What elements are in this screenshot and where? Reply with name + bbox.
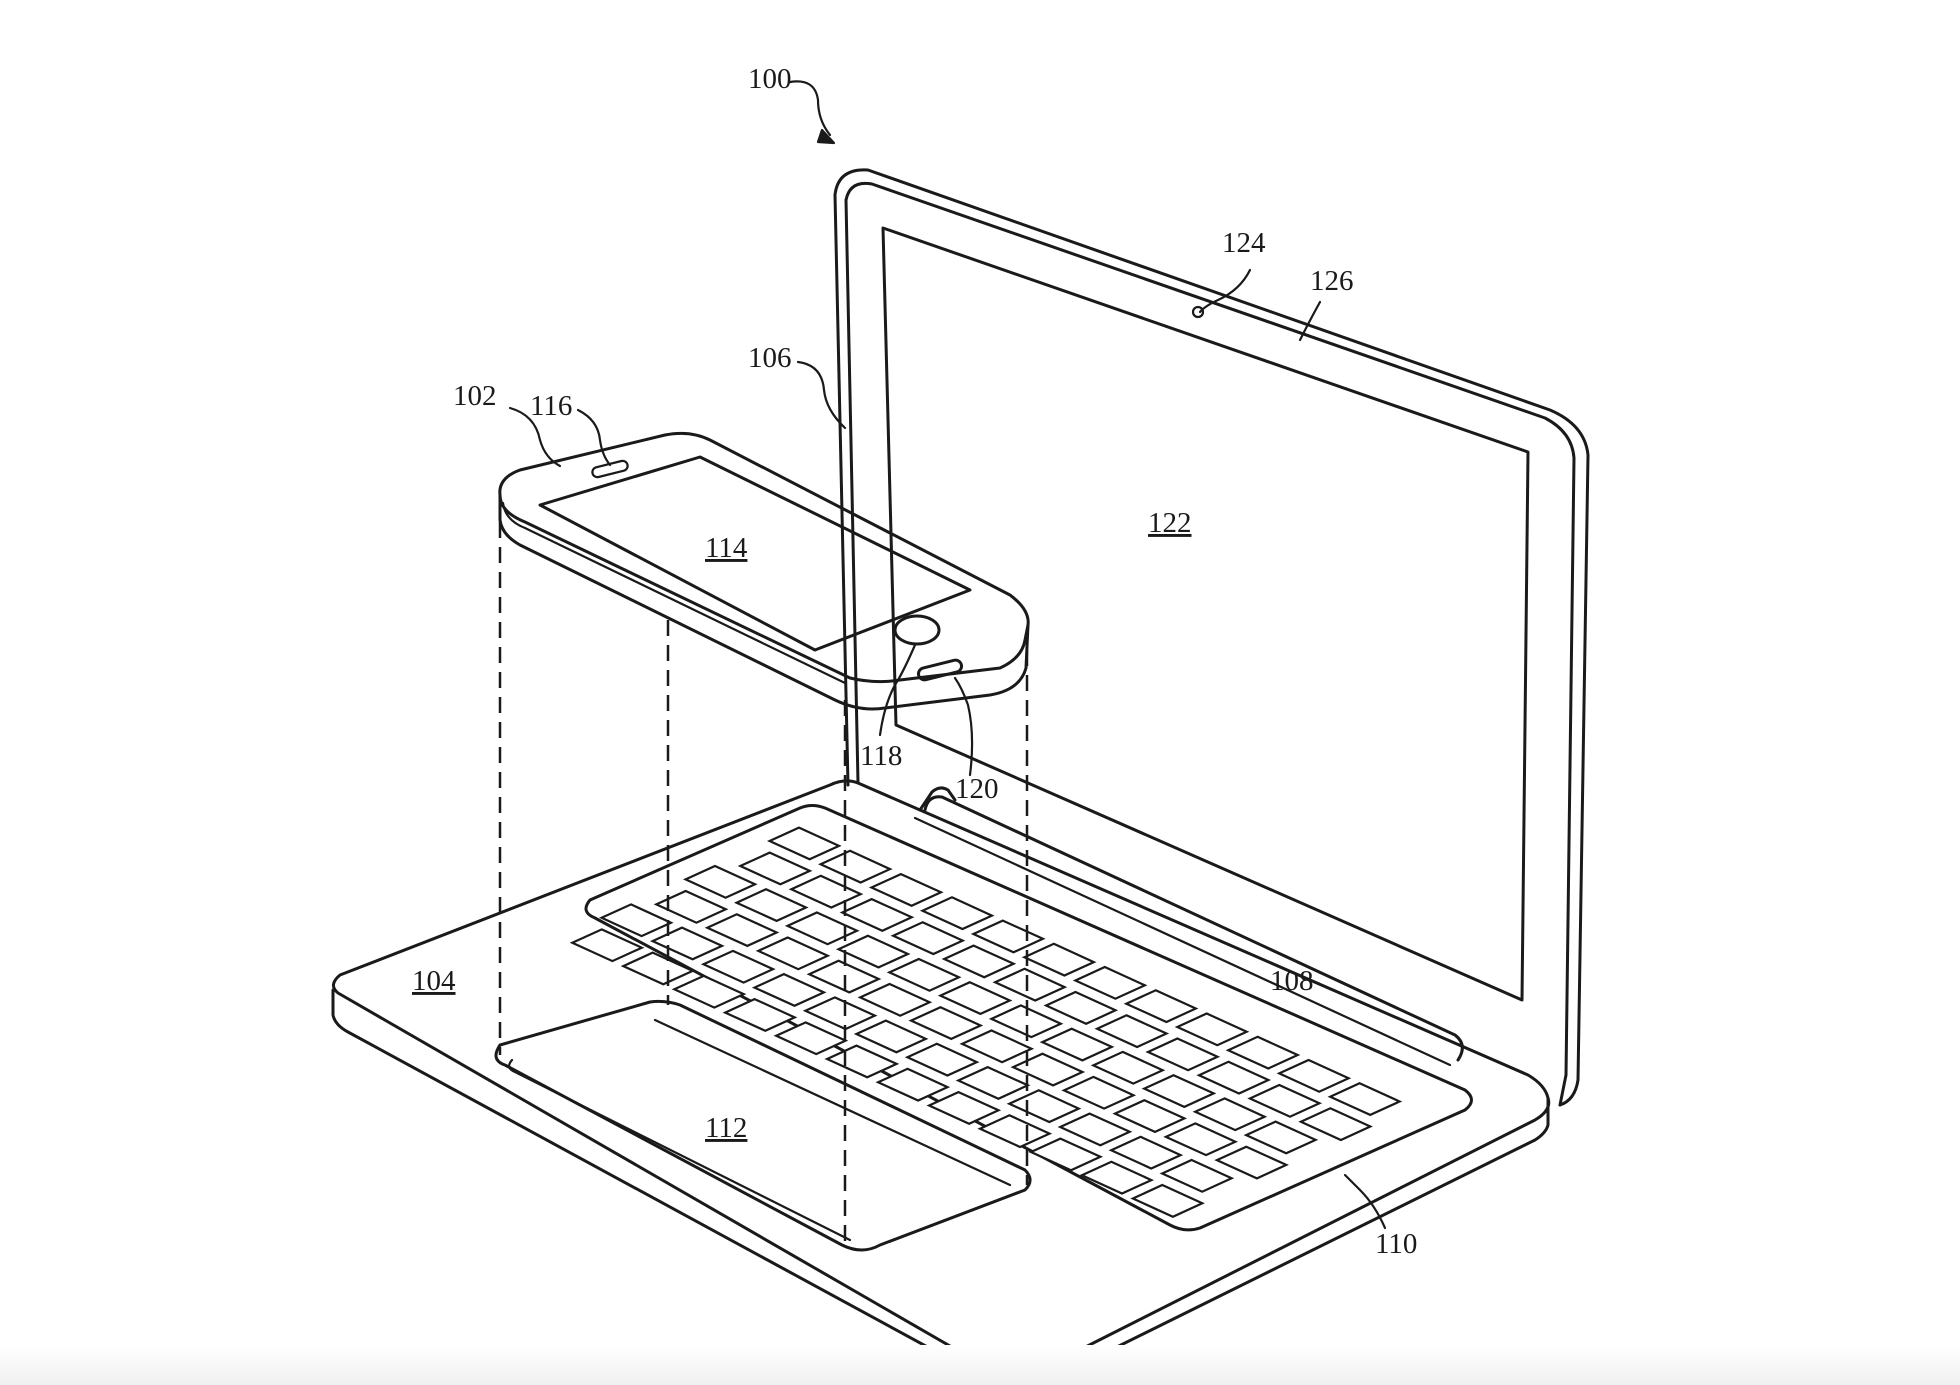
label-108: 108 xyxy=(1270,965,1314,997)
keyboard-key xyxy=(569,928,645,963)
keyboard xyxy=(584,804,1473,1232)
label-126: 126 xyxy=(1310,265,1354,297)
keyboard-key xyxy=(1159,1158,1235,1193)
label-100: 100 xyxy=(748,63,792,95)
keyboard-key xyxy=(1112,1098,1188,1134)
keyboard-key xyxy=(1276,1058,1352,1093)
label-110: 110 xyxy=(1375,1228,1417,1260)
keyboard-key xyxy=(682,864,758,899)
keyboard-key xyxy=(1174,1012,1250,1047)
trackpad-recess xyxy=(494,999,1032,1252)
keyboard-key xyxy=(788,874,864,909)
keyboard-key xyxy=(733,887,809,923)
keyboard-key xyxy=(875,1067,951,1102)
labels: 100 102 116 106 124 126 122 114 118 120 … xyxy=(412,63,1417,1260)
keyboard-key xyxy=(959,1029,1035,1064)
keyboard-key xyxy=(620,951,696,986)
keyboard-key xyxy=(766,826,842,861)
keyboard-key xyxy=(886,957,962,992)
keyboard-key xyxy=(941,944,1017,979)
dock-connector xyxy=(918,786,957,812)
keyboard-key xyxy=(835,934,911,969)
keyboard-key xyxy=(977,1114,1053,1149)
label-114: 114 xyxy=(705,532,748,564)
laptop-lid xyxy=(833,168,1590,1107)
keyboard-key xyxy=(890,921,966,956)
keyboard-key xyxy=(1247,1083,1323,1118)
keyboard-key xyxy=(802,996,878,1031)
keyboard-key xyxy=(1163,1122,1239,1157)
keyboard-key xyxy=(653,889,729,924)
keyboard-keys xyxy=(569,826,1403,1219)
keyboard-key xyxy=(1108,1135,1184,1170)
keyboard-key xyxy=(1057,1112,1133,1147)
keyboard-key xyxy=(1028,1137,1104,1172)
keyboard-key xyxy=(992,967,1068,1002)
leader-lines xyxy=(508,80,1387,1230)
label-122: 122 xyxy=(1148,507,1192,539)
keyboard-key xyxy=(817,849,893,884)
keyboard-key xyxy=(1225,1035,1301,1070)
keyboard-key xyxy=(868,872,944,908)
keyboard-key xyxy=(1214,1145,1289,1180)
keyboard-key xyxy=(1192,1097,1268,1132)
label-120: 120 xyxy=(955,773,999,805)
keyboard-key xyxy=(598,903,674,938)
bottom-edge-band xyxy=(0,1345,1960,1385)
keyboard-key xyxy=(1006,1089,1082,1124)
keyboard-key xyxy=(700,949,776,984)
phone xyxy=(498,431,1030,711)
keyboard-key xyxy=(1061,1075,1137,1110)
keyboard-key xyxy=(1130,1183,1205,1219)
label-118: 118 xyxy=(860,740,902,772)
keyboard-key xyxy=(1243,1120,1319,1155)
keyboard-key xyxy=(1094,1014,1170,1049)
display-screen xyxy=(881,226,1530,1002)
keyboard-key xyxy=(737,851,813,886)
keyboard-key xyxy=(857,982,933,1017)
keyboard-key xyxy=(919,896,995,931)
keyboard-key xyxy=(671,974,747,1009)
keyboard-key xyxy=(1079,1160,1155,1195)
label-106: 106 xyxy=(748,342,792,374)
keyboard-key xyxy=(1141,1073,1217,1109)
keyboard-key xyxy=(1039,1027,1115,1062)
keyboard-key xyxy=(926,1090,1002,1126)
label-104: 104 xyxy=(412,965,456,997)
keyboard-key xyxy=(1043,990,1119,1026)
keyboard-key xyxy=(1327,1081,1403,1117)
keyboard-key xyxy=(649,926,725,961)
keyboard-key xyxy=(751,972,827,1008)
keyboard-key xyxy=(722,997,798,1033)
keyboard-key xyxy=(1010,1052,1086,1087)
keyboard-key xyxy=(908,1005,984,1041)
keyboard-key xyxy=(1196,1060,1272,1095)
keyboard-key xyxy=(1123,989,1199,1024)
label-102: 102 xyxy=(453,380,497,412)
label-116: 116 xyxy=(530,390,572,422)
keyboard-key xyxy=(784,911,860,946)
laptop-base xyxy=(331,779,1551,1385)
keyboard-key xyxy=(1021,942,1097,977)
label-112: 112 xyxy=(705,1112,747,1144)
keyboard-key xyxy=(1072,965,1148,1000)
keyboard-key xyxy=(1145,1037,1221,1072)
keyboard-key xyxy=(970,919,1046,954)
keyboard-key xyxy=(1298,1107,1373,1142)
keyboard-key xyxy=(755,936,831,971)
keyboard-key xyxy=(988,1004,1064,1039)
label-124: 124 xyxy=(1222,227,1266,259)
keyboard-key xyxy=(773,1021,849,1056)
keyboard-key xyxy=(937,980,1013,1016)
keyboard-key xyxy=(839,897,915,933)
keyboard-key xyxy=(853,1019,929,1054)
keyboard-key xyxy=(1090,1050,1166,1085)
keyboard-key xyxy=(955,1065,1031,1101)
keyboard-key xyxy=(904,1042,980,1077)
projection-lines xyxy=(498,522,1029,1250)
camera-icon xyxy=(1191,305,1205,319)
keyboard-key xyxy=(704,913,780,948)
